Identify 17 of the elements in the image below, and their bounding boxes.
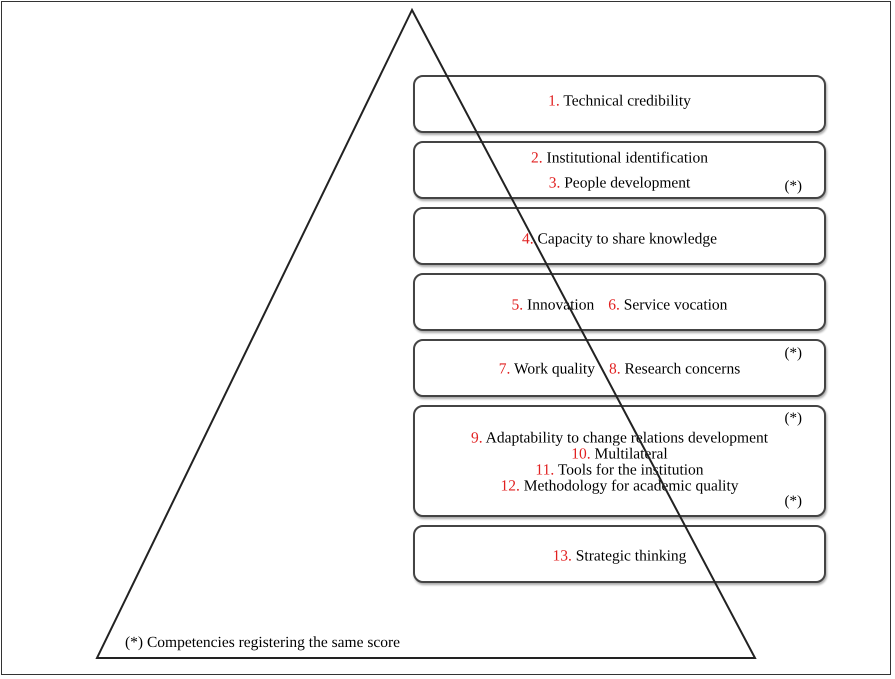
competency-label: 1. Technical credibility	[548, 92, 691, 110]
competency-box	[413, 525, 826, 583]
competency-label: 3. People development	[548, 174, 690, 192]
competency-box	[413, 273, 826, 331]
footnote-mark: (*)	[784, 410, 802, 428]
competency-box	[413, 141, 826, 199]
footnote-mark: (*)	[784, 346, 802, 362]
competency-box	[413, 75, 826, 133]
competency-label: 13. Strategic thinking	[552, 548, 686, 564]
footnote-mark: (*)	[784, 494, 802, 510]
competency-box	[413, 339, 826, 397]
competency-box	[413, 405, 826, 517]
competency-box	[413, 207, 826, 265]
competency-label: 7. Work quality	[498, 360, 595, 378]
footnote: (*) Competencies registering the same score	[125, 634, 400, 652]
competency-label: 4. Capacity to share knowledge	[522, 230, 717, 248]
footnote-mark: (*)	[784, 178, 802, 196]
